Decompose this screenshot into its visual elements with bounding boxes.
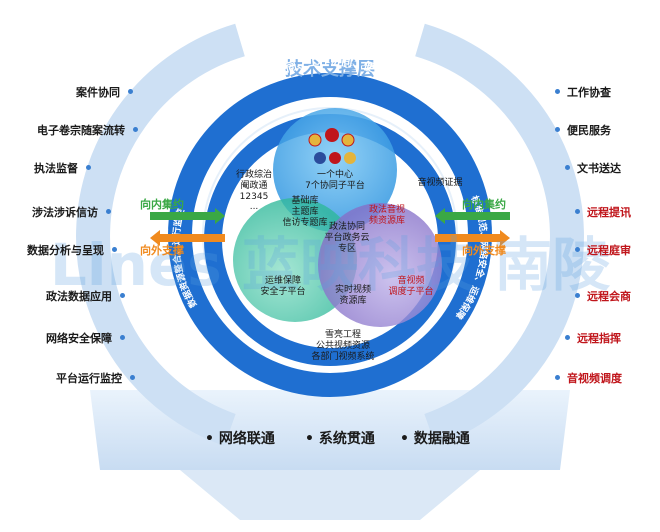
right-circle xyxy=(318,203,442,327)
bottom-item: • 系统贯通 xyxy=(305,431,375,447)
bottom-item: • 网络联通 xyxy=(205,431,275,447)
left-item-dot xyxy=(130,375,135,380)
right-outward-label: 向外支撑 xyxy=(462,244,506,257)
core-line-3: 专区 xyxy=(337,244,356,254)
bottom-label-line-1: 雪亮工程 xyxy=(324,330,361,340)
ops-line-1: 运维保障 xyxy=(264,276,301,286)
left-item: 政法数据应用 xyxy=(46,290,112,303)
right-item-dot xyxy=(575,293,580,298)
base-libs-line-3: 信访专题库 xyxy=(282,218,328,228)
base-libs-line-2: 主题库 xyxy=(291,207,319,217)
top-circle-line-1: 一个中心 xyxy=(316,170,353,180)
base-libs-line-1: 基础库 xyxy=(291,196,319,206)
realtime-line-1: 实时视频 xyxy=(334,285,371,295)
dispatch-line-1: 音视频 xyxy=(397,276,425,286)
core-line-1: 政法协同 xyxy=(328,222,365,232)
right-item-dot xyxy=(565,165,570,170)
left-inward-label: 向内集约 xyxy=(140,198,184,211)
left-label-line-1: 行政综治 xyxy=(235,170,272,180)
left-item-dot xyxy=(128,89,133,94)
left-label-line-4: ... xyxy=(249,202,259,212)
bottom-item: • 数据融通 xyxy=(400,431,470,447)
left-outward-label: 向外支撑 xyxy=(140,244,184,257)
left-arrow-group xyxy=(150,208,225,246)
left-item-dot xyxy=(86,165,91,170)
left-item: 涉法涉诉信访 xyxy=(32,206,98,219)
right-item: 工作协查 xyxy=(567,86,611,99)
dispatch-line-2: 调度子平台 xyxy=(388,287,434,297)
ops-line-2: 安全子平台 xyxy=(260,287,306,297)
right-item: 远程庭审 xyxy=(587,244,631,257)
left-item: 平台运行监控 xyxy=(56,372,122,385)
video-evidence-label: 音视频证据 xyxy=(417,178,463,188)
left-item: 电子卷宗随案流转 xyxy=(37,124,125,137)
right-inward-label: 向内集约 xyxy=(462,198,506,211)
media-lib-line-1: 政法音视 xyxy=(368,205,405,215)
bottom-label-line-3: 各部门视频系统 xyxy=(311,352,375,362)
left-label-line-2: 阉政通 xyxy=(240,181,268,191)
realtime-line-2: 资源库 xyxy=(339,296,367,306)
right-item: 远程指挥 xyxy=(577,332,621,345)
left-item-dot xyxy=(120,335,125,340)
left-outer-arc xyxy=(76,23,245,447)
right-item: 音视频调度 xyxy=(567,372,622,385)
left-item-dot xyxy=(112,247,117,252)
bottom-label-line-2: 公共视频资源 xyxy=(315,341,370,351)
right-item-dot xyxy=(555,375,560,380)
right-item-dot xyxy=(575,247,580,252)
base-platform-bottom xyxy=(180,470,480,520)
left-item: 案件协同 xyxy=(76,86,120,99)
right-item-dot xyxy=(565,335,570,340)
top-circle-line-2: 7个协同子平台 xyxy=(305,181,365,191)
right-item: 便民服务 xyxy=(567,124,611,137)
right-arrow-group xyxy=(435,208,510,246)
tech-support-title: 技术支撑层 xyxy=(285,58,375,80)
left-label-line-3: 12345 xyxy=(239,192,269,202)
right-item-dot xyxy=(555,127,560,132)
left-item: 数据分析与呈现 xyxy=(27,244,104,257)
right-item-dot xyxy=(555,89,560,94)
right-item: 文书送达 xyxy=(577,162,621,175)
left-item-dot xyxy=(133,127,138,132)
right-item: 远程会商 xyxy=(587,290,631,303)
left-item-dot xyxy=(120,293,125,298)
media-lib-line-2: 频资源库 xyxy=(368,216,405,226)
core-line-2: 平台政务云 xyxy=(324,233,370,243)
right-outer-arc xyxy=(415,23,584,447)
right-item-dot xyxy=(575,209,580,214)
emblem-icons xyxy=(308,128,356,164)
watermark: Lines 蓝映科技 南陵 xyxy=(50,231,611,299)
left-item-dot xyxy=(106,209,111,214)
left-item: 网络安全保障 xyxy=(46,332,112,345)
right-item: 远程提讯 xyxy=(587,206,631,219)
left-item: 执法监督 xyxy=(34,162,78,175)
